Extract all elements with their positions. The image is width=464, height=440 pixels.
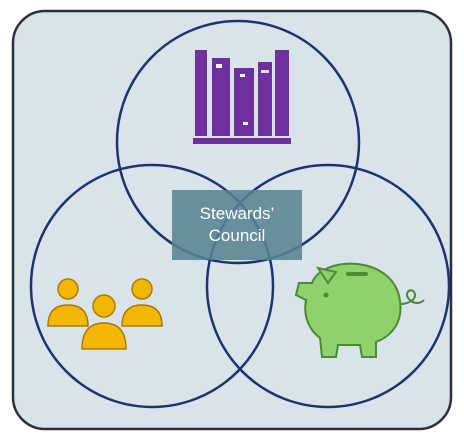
books-icon bbox=[193, 50, 291, 144]
people-group-icon bbox=[47, 278, 163, 350]
center-label-line-1: Stewards’ bbox=[199, 204, 275, 223]
piggy-bank-icon bbox=[294, 262, 425, 358]
venn-circle-top bbox=[115, 19, 361, 265]
venn-circle-right bbox=[205, 163, 451, 409]
center-label-line-2: Council bbox=[208, 226, 266, 245]
venn-circle-left bbox=[29, 163, 275, 409]
stewards-council-label: Stewards’ Council bbox=[172, 190, 302, 260]
